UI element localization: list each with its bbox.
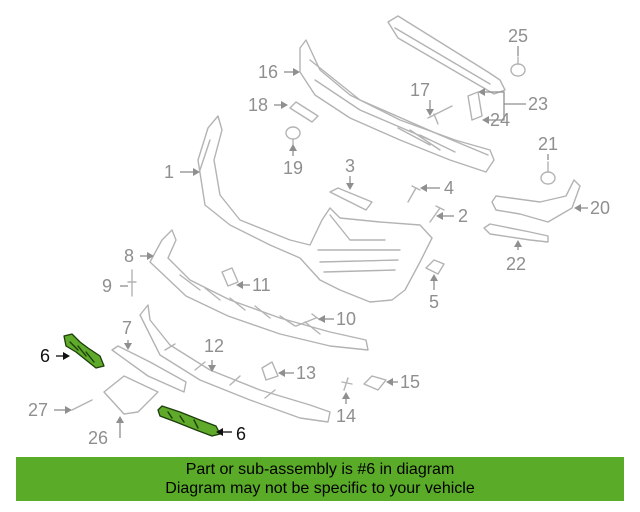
callout-19: 19 <box>283 158 303 178</box>
callout-13: 13 <box>296 363 316 383</box>
part-bumper-cover <box>197 115 433 303</box>
parts-diagram: 1 2 3 4 5 6 6 7 8 9 10 11 12 13 14 15 16… <box>28 15 610 448</box>
part-20 <box>491 179 581 223</box>
callout-26: 26 <box>88 428 108 448</box>
callout-6-upper: 6 <box>40 346 50 366</box>
part-15 <box>363 375 387 391</box>
callout-15: 15 <box>400 372 420 392</box>
part-26 <box>103 375 159 415</box>
part-23-24 <box>467 91 483 121</box>
part-4 <box>407 185 421 203</box>
callout-11: 11 <box>252 275 271 295</box>
part-energy-absorber <box>149 229 369 351</box>
part-21 <box>540 161 556 185</box>
part-22 <box>483 223 549 243</box>
part-upper-beam <box>387 15 506 95</box>
part-19 <box>285 126 301 147</box>
callout-18: 18 <box>248 95 268 115</box>
part-5 <box>425 259 445 275</box>
part-7 <box>111 345 187 393</box>
part-27 <box>71 399 93 411</box>
callout-12: 12 <box>204 336 224 356</box>
part-11 <box>221 267 239 287</box>
callout-27: 27 <box>28 400 48 420</box>
callout-1: 1 <box>164 162 174 182</box>
callout-24: 24 <box>490 110 510 130</box>
part-9 <box>127 269 137 297</box>
part-17 <box>427 105 453 125</box>
callout-5: 5 <box>429 292 439 312</box>
callout-2: 2 <box>458 206 468 226</box>
callout-20: 20 <box>590 198 610 218</box>
part-lower-reinforcement <box>139 304 331 423</box>
callout-4: 4 <box>444 178 454 198</box>
callout-21: 21 <box>538 134 558 154</box>
part-2 <box>429 205 445 223</box>
callout-10: 10 <box>336 309 356 329</box>
part-25 <box>510 56 526 77</box>
callout-7: 7 <box>122 318 132 338</box>
callout-22: 22 <box>506 254 526 274</box>
part-6-highlight-lower <box>157 405 221 437</box>
callout-23: 23 <box>528 94 548 114</box>
banner-line-part-info: Part or sub-assembly is #6 in diagram <box>185 461 455 478</box>
part-grille-support <box>299 39 495 173</box>
leader-lines <box>54 46 588 438</box>
callout-3: 3 <box>345 156 355 176</box>
callout-9: 9 <box>102 276 112 296</box>
part-13 <box>261 361 279 381</box>
callout-14: 14 <box>336 406 356 426</box>
callout-16: 16 <box>258 62 278 82</box>
info-banner: Part or sub-assembly is #6 in diagram Di… <box>16 457 624 501</box>
banner-line-disclaimer: Diagram may not be specific to your vehi… <box>165 480 475 497</box>
part-6-highlight-upper <box>63 333 105 369</box>
callout-25: 25 <box>508 26 528 46</box>
callout-6-lower: 6 <box>236 424 246 444</box>
callout-labels: 1 2 3 4 5 6 6 7 8 9 10 11 12 13 14 15 16… <box>28 26 610 448</box>
callout-8: 8 <box>124 246 134 266</box>
part-3 <box>329 187 373 211</box>
callout-17: 17 <box>410 80 430 100</box>
part-18 <box>289 101 319 123</box>
part-14 <box>341 377 353 391</box>
